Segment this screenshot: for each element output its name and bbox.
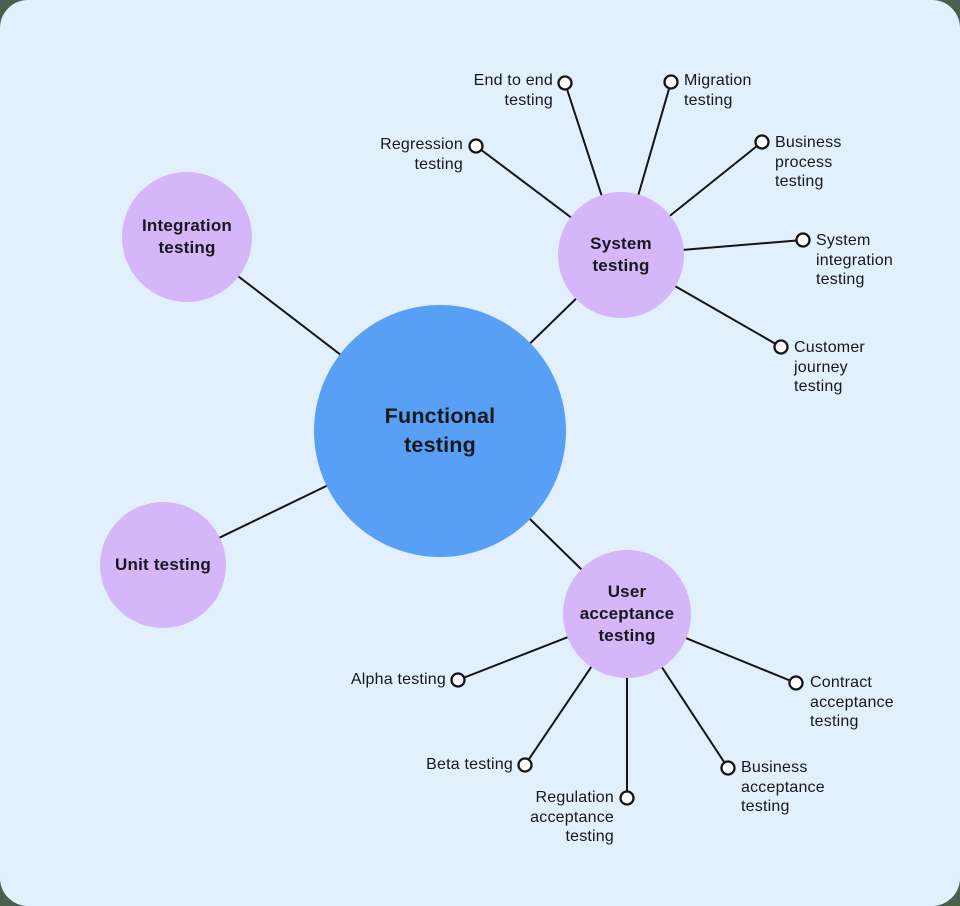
- marker-beta: [517, 757, 533, 773]
- node-circle-functional-testing: [314, 305, 566, 557]
- marker-system-integration: [795, 232, 811, 248]
- node-label-system-testing: System testing: [590, 234, 652, 275]
- marker-business-acceptance: [720, 760, 736, 776]
- node-circle-integration-testing: [122, 172, 252, 302]
- marker-regulation: [619, 790, 635, 806]
- node-circle-unit-testing: [100, 502, 226, 628]
- marker-alpha: [450, 672, 466, 688]
- marker-contract-acceptance: [788, 675, 804, 691]
- leaf-label-contract-acceptance-testing: Contract acceptance testing: [810, 674, 894, 730]
- leaf-markers: [450, 74, 811, 806]
- leaf-label-business-process-testing: Business process testing: [775, 134, 842, 190]
- leaf-label-customer-journey-testing: Customer journey testing: [794, 339, 865, 395]
- node-label-unit-testing: Unit testing: [115, 555, 211, 575]
- leaf-label-regulation-acceptance-testing: Regulation acceptance testing: [530, 789, 614, 845]
- leaf-label-alpha-testing: Alpha testing: [350, 671, 446, 688]
- node-label-user-acceptance-testing: User acceptance testing: [579, 582, 675, 645]
- marker-customer-journey: [773, 339, 789, 355]
- node-label-integration-testing: Integration testing: [141, 216, 233, 257]
- marker-business-process: [754, 134, 770, 150]
- marker-regression: [468, 138, 484, 154]
- leaf-label-beta-testing: Beta testing: [426, 756, 513, 773]
- node-circle-system-testing: [558, 192, 684, 318]
- leaf-label-business-acceptance-testing: Business acceptance testing: [741, 759, 825, 815]
- node-label-functional-testing: Functional testing: [384, 403, 496, 457]
- node-circle-user-acceptance-testing: [563, 550, 691, 678]
- leaf-label-end-to-end-testing: End to end testing: [473, 72, 553, 109]
- leaf-label-regression-testing: Regression testing: [380, 136, 463, 173]
- leaf-label-system-integration-testing: System integration testing: [816, 232, 893, 288]
- leaf-label-migration-testing: Migration testing: [684, 72, 752, 109]
- marker-end-to-end: [557, 75, 573, 91]
- marker-migration: [663, 74, 679, 90]
